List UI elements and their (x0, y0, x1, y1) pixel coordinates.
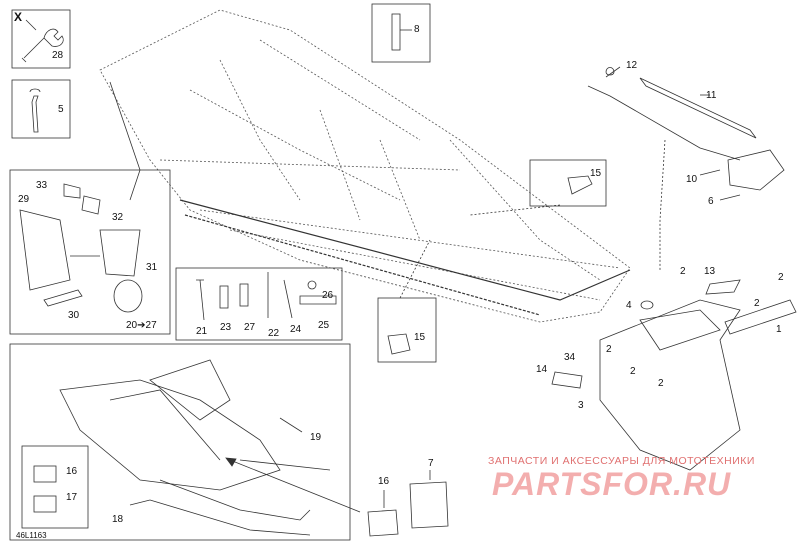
callout-20-27: 20➔27 (126, 320, 157, 331)
callout-11: 11 (706, 90, 717, 101)
wrench-5-box (11, 79, 71, 139)
callout-15-top: 15 (590, 168, 602, 179)
callout-2-c: 2 (754, 298, 760, 309)
callout-15-bottom: 15 (414, 332, 426, 343)
watermark-subtitle: ЗАПЧАСТИ И АКСЕССУАРЫ ДЛЯ МОТОТЕХНИКИ (488, 455, 755, 467)
callout-16-decal: 16 (66, 466, 78, 477)
callout-6: 6 (708, 196, 714, 207)
callout-25: 25 (318, 320, 330, 331)
callout-24: 24 (290, 324, 302, 335)
callout-33: 33 (36, 180, 48, 191)
callout-22: 22 (268, 328, 280, 339)
callout-18: 18 (112, 514, 124, 525)
part-15-bottom-box (377, 297, 437, 363)
callout-32: 32 (112, 212, 124, 223)
callout-31: 31 (146, 262, 158, 273)
callout-2-d: 2 (606, 344, 612, 355)
callout-2-f: 2 (658, 378, 664, 389)
callout-12: 12 (626, 60, 638, 71)
callout-2-a: 2 (680, 266, 686, 277)
callout-1: 1 (776, 324, 782, 335)
callout-13: 13 (704, 266, 716, 277)
tool-kit-box (175, 267, 343, 341)
drawing-code: 46L1163 (16, 531, 47, 540)
callout-29: 29 (18, 194, 30, 205)
wrench-28-box (11, 9, 71, 69)
callout-17: 17 (66, 492, 78, 503)
callout-16: 16 (378, 476, 390, 487)
callout-26: 26 (322, 290, 334, 301)
callout-5: 5 (58, 104, 64, 115)
part-8-box (371, 3, 431, 63)
callout-30: 30 (68, 310, 80, 321)
callout-21: 21 (196, 326, 208, 337)
callout-27: 27 (244, 322, 256, 333)
decals-16-17-box (21, 445, 89, 529)
watermark-logo: PARTSFOR.RU (492, 466, 732, 502)
callout-4: 4 (626, 300, 632, 311)
callout-2-e: 2 (630, 366, 636, 377)
vehicle-view-box (9, 343, 351, 541)
callout-7: 7 (428, 458, 434, 469)
callout-3: 3 (578, 400, 584, 411)
callout-28: 28 (52, 50, 64, 61)
callout-8: 8 (414, 24, 420, 35)
callout-14: 14 (536, 364, 548, 375)
callout-34: 34 (564, 352, 576, 363)
callout-10: 10 (686, 174, 698, 185)
callout-2-b: 2 (778, 272, 784, 283)
set-label: X (14, 10, 23, 24)
part-15-top-box (529, 159, 607, 207)
callout-23: 23 (220, 322, 232, 333)
callout-19: 19 (310, 432, 322, 443)
